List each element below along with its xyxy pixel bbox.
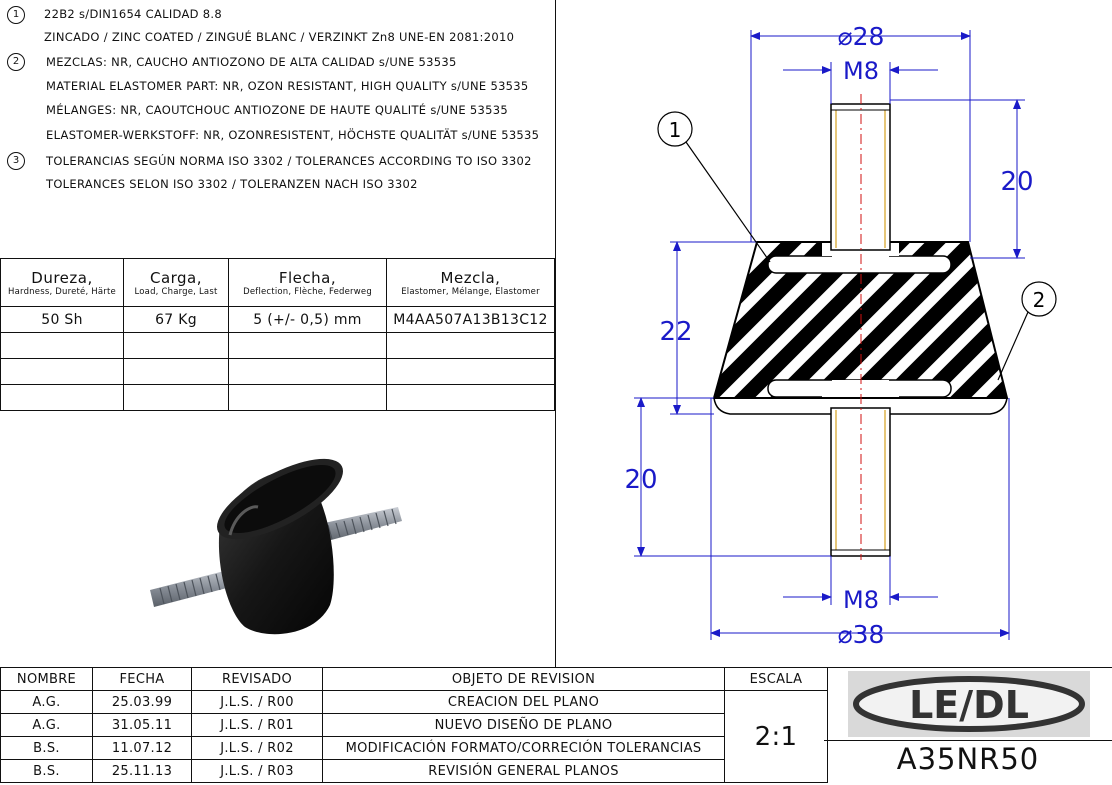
rev-header-name: NOMBRE — [0, 667, 93, 691]
dim-stud-top-length: 20 — [1000, 167, 1033, 197]
note-1-line-1: 22B2 s/DIN1654 CALIDAD 8.8 — [44, 7, 222, 21]
note-1-line-2: ZINCADO / ZINC COATED / ZINGUÉ BLANC / V… — [44, 30, 515, 44]
deflection-header: Flecha, Deflection, Flèche, Federweg — [228, 258, 387, 307]
empty-row — [0, 384, 555, 411]
table-row: B.S. 11.07.12 J.L.S. / R02 MODIFICACIÓN … — [0, 736, 828, 760]
note-2-line-2: MATERIAL ELASTOMER PART: NR, OZON RESIST… — [46, 79, 529, 93]
hardness-header: Dureza, Hardness, Dureté, Härte — [0, 258, 124, 307]
note-2-line-4: ELASTOMER-WERKSTOFF: NR, OZONRESISTENT, … — [46, 128, 540, 142]
company-logo: LE/DL — [848, 671, 1090, 737]
rev-header-scale: ESCALA — [724, 667, 828, 691]
rev-object: NUEVO DISEÑO DE PLANO — [322, 713, 725, 737]
dim-bottom-diameter: ⌀38 — [838, 620, 885, 649]
rev-object: CREACION DEL PLANO — [322, 690, 725, 714]
photo-stud-right — [315, 507, 402, 543]
dim-stud-bottom-length: 20 — [624, 465, 657, 495]
load-header: Carga, Load, Charge, Last — [123, 258, 229, 307]
rev-reviewed: J.L.S. / R02 — [191, 736, 323, 760]
dim-thread-top: M8 — [843, 57, 879, 85]
note-3-line-1: TOLERANCIAS SEGÚN NORMA ISO 3302 / TOLER… — [46, 154, 532, 168]
logo-text: LE/DL — [909, 683, 1029, 727]
compound-header: Mezcla, Elastomer, Mélange, Elastomer — [386, 258, 555, 307]
table-row: A.G. 31.05.11 J.L.S. / R01 NUEVO DISEÑO … — [0, 713, 828, 737]
photo-rubber-body — [216, 458, 344, 635]
properties-table: Dureza, Hardness, Dureté, Härte Carga, L… — [0, 258, 555, 411]
technical-drawing: ⌀28 M8 20 22 20 M8 ⌀38 1 2 — [624, 22, 1057, 649]
rev-header-object: OBJETO DE REVISION — [322, 667, 725, 691]
empty-row — [0, 332, 555, 359]
hardness-label: Dureza, — [31, 268, 93, 287]
rev-object: REVISIÓN GENERAL PLANOS — [322, 759, 725, 783]
callout-2-label: 2 — [1033, 288, 1046, 312]
rev-reviewed: J.L.S. / R00 — [191, 690, 323, 714]
rev-reviewed: J.L.S. / R01 — [191, 713, 323, 737]
dim-thread-bottom: M8 — [843, 586, 879, 614]
hardness-sublabel: Hardness, Dureté, Härte — [8, 286, 116, 297]
deflection-value: 5 (+/- 0,5) mm — [228, 306, 387, 333]
deflection-sublabel: Deflection, Flèche, Federweg — [243, 286, 372, 297]
rev-name: B.S. — [0, 736, 93, 760]
callout-2: 2 — [997, 281, 1057, 381]
hardness-value: 50 Sh — [0, 306, 124, 333]
note-3-marker: 3 — [7, 152, 25, 170]
scale-value: 2:1 — [724, 690, 828, 783]
load-sublabel: Load, Charge, Last — [134, 286, 218, 297]
compound-sublabel: Elastomer, Mélange, Elastomer — [401, 286, 540, 297]
note-2-line-1: MEZCLAS: NR, CAUCHO ANTIOZONO DE ALTA CA… — [46, 55, 457, 69]
revision-table: NOMBRE FECHA REVISADO OBJETO DE REVISION… — [0, 667, 828, 783]
note-3-line-2: TOLERANCES SELON ISO 3302 / TOLERANZEN N… — [46, 177, 418, 191]
note-1-marker: 1 — [7, 6, 25, 24]
table-row: B.S. 25.11.13 J.L.S. / R03 REVISIÓN GENE… — [0, 759, 828, 783]
empty-row — [0, 358, 555, 385]
rev-date: 11.07.12 — [92, 736, 192, 760]
compound-label: Mezcla, — [440, 268, 501, 287]
load-label: Carga, — [149, 268, 203, 287]
table-row: A.G. 25.03.99 J.L.S. / R00 CREACION DEL … — [0, 690, 828, 783]
rev-date: 31.05.11 — [92, 713, 192, 737]
panel-divider — [555, 0, 556, 667]
rev-object: MODIFICACIÓN FORMATO/CORRECIÓN TOLERANCI… — [322, 736, 725, 760]
titleblock-top — [824, 667, 1112, 668]
rev-name: B.S. — [0, 759, 93, 783]
dim-top-diameter: ⌀28 — [838, 22, 885, 51]
deflection-label: Flecha, — [278, 268, 337, 287]
dimension-lines — [634, 30, 1025, 640]
rev-name: A.G. — [0, 690, 93, 714]
rev-date: 25.03.99 — [92, 690, 192, 714]
compound-value: M4AA507A13B13C12 — [386, 306, 555, 333]
rev-date: 25.11.13 — [92, 759, 192, 783]
dim-body-height: 22 — [659, 317, 692, 347]
rev-reviewed: J.L.S. / R03 — [191, 759, 323, 783]
callout-1-label: 1 — [669, 118, 682, 142]
note-2-marker: 2 — [7, 53, 25, 71]
rev-header-reviewed: REVISADO — [191, 667, 323, 691]
part-number: A35NR50 — [896, 742, 1040, 776]
product-photo — [150, 458, 402, 635]
titleblock-mid — [824, 740, 1112, 741]
callout-1: 1 — [657, 111, 771, 263]
note-2-line-3: MÉLANGES: NR, CAOUTCHOUC ANTIOZONE DE HA… — [46, 103, 509, 117]
load-value: 67 Kg — [123, 306, 229, 333]
rev-header-date: FECHA — [92, 667, 192, 691]
rev-name: A.G. — [0, 713, 93, 737]
